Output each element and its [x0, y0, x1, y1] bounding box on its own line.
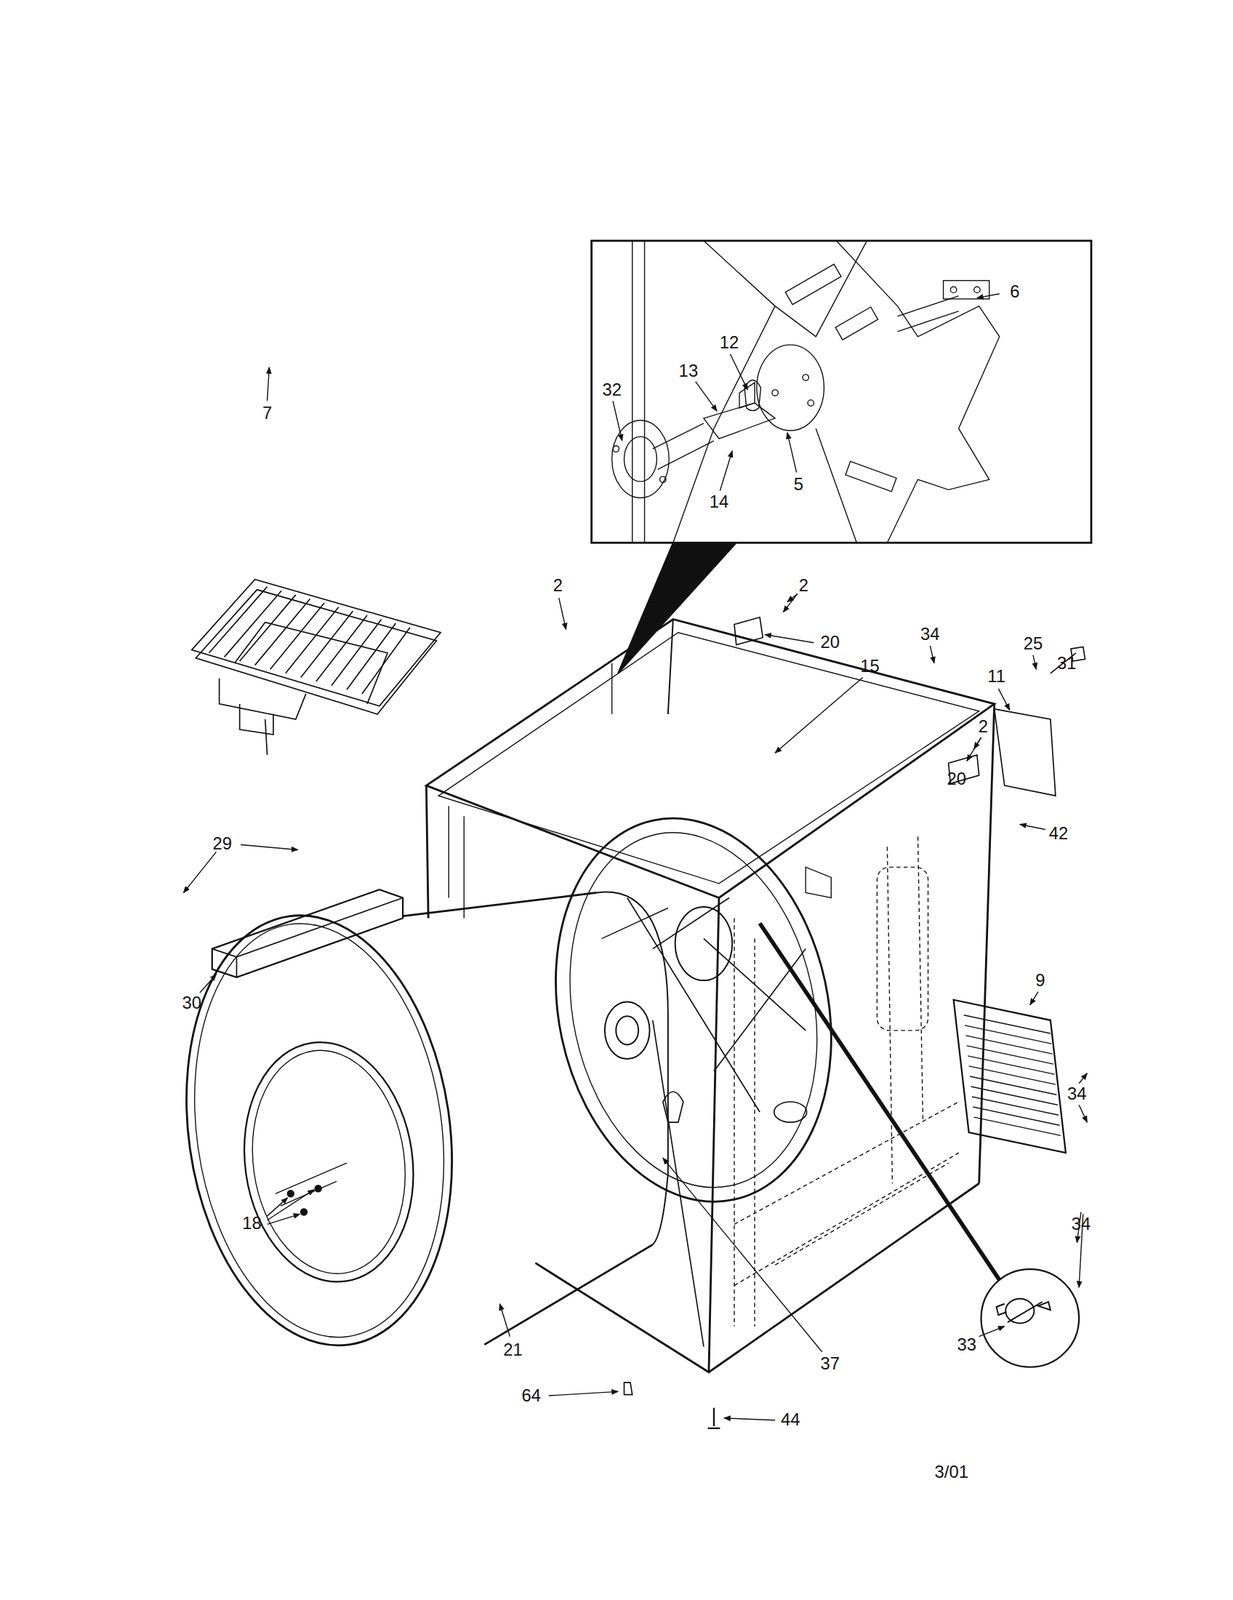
callout-number: 32 — [601, 380, 622, 399]
callout-number: 29 — [213, 834, 233, 853]
callout-number: 2 — [553, 576, 563, 594]
callout-number: 31 — [1057, 654, 1077, 672]
callout-number: 9 — [1035, 971, 1045, 989]
callout-number: 5 — [793, 475, 804, 493]
callout-number: 44 — [780, 1411, 801, 1429]
callout-number: 64 — [521, 1386, 542, 1404]
callout-number: 11 — [987, 667, 1006, 685]
callout-number: 6 — [1009, 282, 1020, 301]
callout-number: 2 — [798, 576, 809, 594]
callout-number: 34 — [1067, 1084, 1087, 1103]
callout-number: 2 — [978, 717, 988, 736]
callout-number: 20 — [820, 633, 841, 652]
date-code: 3/01 — [934, 1462, 969, 1481]
callout-number: 21 — [503, 1340, 523, 1359]
callout-number: 7 — [262, 404, 272, 422]
callout-number: 33 — [957, 1335, 978, 1353]
callout-number: 13 — [679, 362, 699, 381]
callout-number: 30 — [181, 993, 202, 1012]
callout-number: 14 — [709, 492, 730, 511]
callout-number: 37 — [820, 1355, 841, 1373]
callout-number: 20 — [947, 770, 967, 789]
callout-number: 12 — [719, 333, 740, 352]
callout-number: 25 — [1023, 634, 1044, 653]
callout-number: 42 — [1049, 824, 1069, 842]
callout-number: 34 — [1071, 1214, 1092, 1233]
callout-number: 34 — [920, 625, 941, 644]
callout-number: 18 — [242, 1214, 262, 1232]
callout-number: 15 — [860, 657, 880, 675]
